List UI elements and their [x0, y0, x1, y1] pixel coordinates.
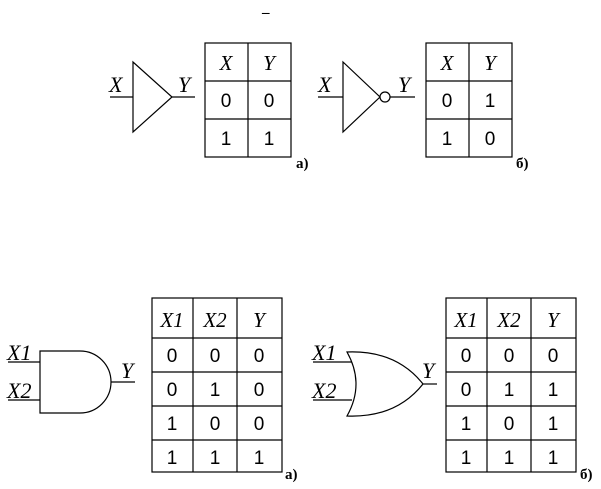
and-cell: 1 — [254, 448, 265, 469]
not-input-label: X — [317, 72, 333, 97]
or-header-y: Y — [547, 308, 561, 332]
buffer-header-y: Y — [263, 51, 277, 75]
not-output-label: Y — [398, 72, 413, 97]
and-cell: 1 — [210, 448, 221, 469]
or-output-label: Y — [422, 358, 437, 383]
or-cell: 1 — [504, 448, 515, 469]
not-cell: 1 — [485, 91, 496, 112]
not-header-x: X — [440, 51, 455, 75]
or-cell: 1 — [461, 414, 472, 435]
or-cell: 0 — [504, 346, 515, 367]
or-cell: 1 — [548, 448, 559, 469]
not-gate-symbol — [342, 60, 381, 134]
buffer-cell: 1 — [264, 129, 275, 150]
and-cell: 1 — [210, 380, 221, 401]
and-header-y: Y — [253, 308, 267, 332]
buffer-gate-diagram: X Y — [108, 60, 195, 134]
or-cell: 0 — [548, 346, 559, 367]
and-cell: 1 — [167, 448, 178, 469]
or-gate-symbol — [345, 351, 424, 417]
or-cell: 0 — [504, 414, 515, 435]
not-inversion-bubble — [379, 91, 391, 103]
and-cell: 0 — [210, 414, 221, 435]
and-gate-symbol — [39, 350, 112, 414]
or-input2-label: X2 — [311, 378, 336, 403]
buffer-caption: а) — [296, 156, 309, 172]
and-header-x1: X1 — [159, 308, 183, 332]
buffer-output-label: Y — [178, 72, 193, 97]
buffer-truth-table: X Y 0 0 1 1 — [204, 42, 292, 158]
or-gate-diagram: X1 X2 Y — [311, 340, 437, 417]
or-header-x2: X2 — [496, 308, 521, 332]
and-cell: 0 — [254, 380, 265, 401]
and-input1-label: X1 — [6, 340, 31, 365]
not-cell: 0 — [485, 129, 496, 150]
and-header-x2: X2 — [202, 308, 227, 332]
or-cell: 0 — [461, 380, 472, 401]
buffer-gate-symbol — [132, 60, 173, 134]
and-output-label: Y — [121, 358, 136, 383]
buffer-cell: 1 — [221, 129, 232, 150]
not-cell: 1 — [442, 129, 453, 150]
or-caption: б) — [580, 467, 593, 483]
or-truth-table: X1 X2 Y 0 0 0 0 1 1 1 0 1 1 1 1 — [445, 297, 577, 473]
and-cell: 0 — [254, 346, 265, 367]
or-cell: 1 — [504, 380, 515, 401]
buffer-cell: 0 — [221, 91, 232, 112]
and-cell: 0 — [167, 380, 178, 401]
and-input2-label: X2 — [6, 378, 31, 403]
and-cell: 1 — [167, 414, 178, 435]
and-caption: а) — [285, 467, 298, 483]
or-input1-label: X1 — [311, 340, 336, 365]
buffer-input-label: X — [108, 72, 124, 97]
and-cell: 0 — [254, 414, 265, 435]
or-cell: 1 — [548, 414, 559, 435]
and-cell: 0 — [210, 346, 221, 367]
not-cell: 0 — [442, 91, 453, 112]
not-gate-diagram: X Y — [317, 60, 415, 134]
and-gate-diagram: X1 X2 Y — [6, 340, 136, 414]
and-cell: 0 — [167, 346, 178, 367]
or-cell: 1 — [548, 380, 559, 401]
not-truth-table: X Y 0 1 1 0 — [425, 42, 513, 158]
buffer-header-x: X — [219, 51, 234, 75]
not-header-y: Y — [484, 51, 498, 75]
buffer-cell: 0 — [264, 91, 275, 112]
not-caption: б) — [516, 156, 529, 172]
top-mark: _ — [261, 0, 270, 16]
or-header-x1: X1 — [453, 308, 477, 332]
and-truth-table: X1 X2 Y 0 0 0 0 1 0 1 0 0 1 1 1 — [151, 297, 283, 473]
or-cell: 0 — [461, 346, 472, 367]
or-cell: 1 — [461, 448, 472, 469]
